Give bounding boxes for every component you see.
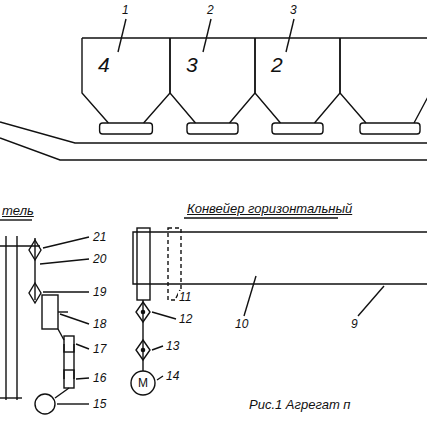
feeder (360, 123, 420, 134)
sprocket (136, 340, 150, 360)
section-title: Конвейер горизонтальный (186, 202, 353, 215)
callout-number: 1 (121, 4, 130, 16)
callout-number: 20 (92, 253, 107, 265)
belt (55, 388, 69, 398)
callout-number: 13 (165, 340, 180, 352)
callout-number: 3 (289, 4, 298, 16)
leader-line (118, 19, 126, 52)
hopper: 2 (255, 38, 340, 136)
callout-number: 15 (92, 398, 107, 410)
roller (137, 228, 150, 300)
motor-symbol: M (130, 370, 156, 396)
callout-number: 18 (92, 318, 107, 330)
hopper-number: 2 (271, 54, 283, 75)
figure-caption: Рис.1 Агрегат п (248, 398, 352, 411)
sprocket (29, 240, 41, 260)
sprocket (29, 283, 41, 303)
reducer (42, 295, 58, 329)
hopper (340, 38, 427, 123)
hopper-number: 4 (98, 54, 110, 75)
leader-line (152, 346, 163, 350)
shaft (58, 311, 68, 312)
callout-number: 17 (92, 343, 107, 355)
leader-line (157, 376, 163, 380)
motor-letter: M (138, 377, 148, 389)
leader-line (40, 259, 89, 264)
callout-number: 12 (178, 313, 193, 325)
pulley (64, 336, 74, 352)
belt (73, 344, 74, 379)
callout-number: 14 (165, 370, 180, 382)
roller (168, 228, 181, 300)
shaft (58, 329, 64, 340)
belt (63, 344, 64, 379)
hopper-outline (255, 38, 340, 136)
underline (184, 217, 338, 218)
chain (16, 236, 17, 400)
callout-number: 21 (92, 231, 107, 243)
leader-line (76, 378, 89, 379)
motor-symbol (35, 394, 55, 414)
dot (141, 348, 144, 351)
leader-line (43, 237, 89, 248)
hopper-outline (82, 38, 170, 136)
callout-number: 11 (178, 291, 192, 303)
leader-line (57, 403, 89, 404)
leader-line (286, 19, 294, 52)
shaft (0, 245, 40, 246)
conveyor-belt (0, 122, 427, 143)
underline (0, 219, 32, 220)
callout-number: 16 (92, 372, 107, 384)
shaft (34, 238, 35, 300)
callout-number: 2 (206, 4, 215, 16)
leader-line (203, 19, 211, 52)
leader-line (244, 276, 256, 316)
pulley (64, 370, 74, 388)
chain (5, 236, 6, 400)
conveyor-frame (133, 232, 427, 284)
shaft (0, 397, 22, 398)
callout-number: 10 (234, 318, 249, 330)
leader-line (152, 312, 176, 319)
callout-number: 9 (350, 318, 359, 330)
hopper-number: 3 (186, 54, 198, 75)
hopper: 3 (170, 38, 255, 136)
callout-number: 19 (92, 286, 107, 298)
leader-line (358, 286, 384, 316)
leader-line (43, 291, 89, 292)
leader-line (76, 344, 89, 349)
conveyor-belt (0, 138, 427, 160)
section-title: тель (1, 204, 35, 217)
hopper: 4 (82, 38, 170, 136)
hopper-outline (170, 38, 255, 136)
sprocket (136, 302, 150, 322)
dot (141, 310, 144, 313)
leader-line (60, 314, 89, 324)
